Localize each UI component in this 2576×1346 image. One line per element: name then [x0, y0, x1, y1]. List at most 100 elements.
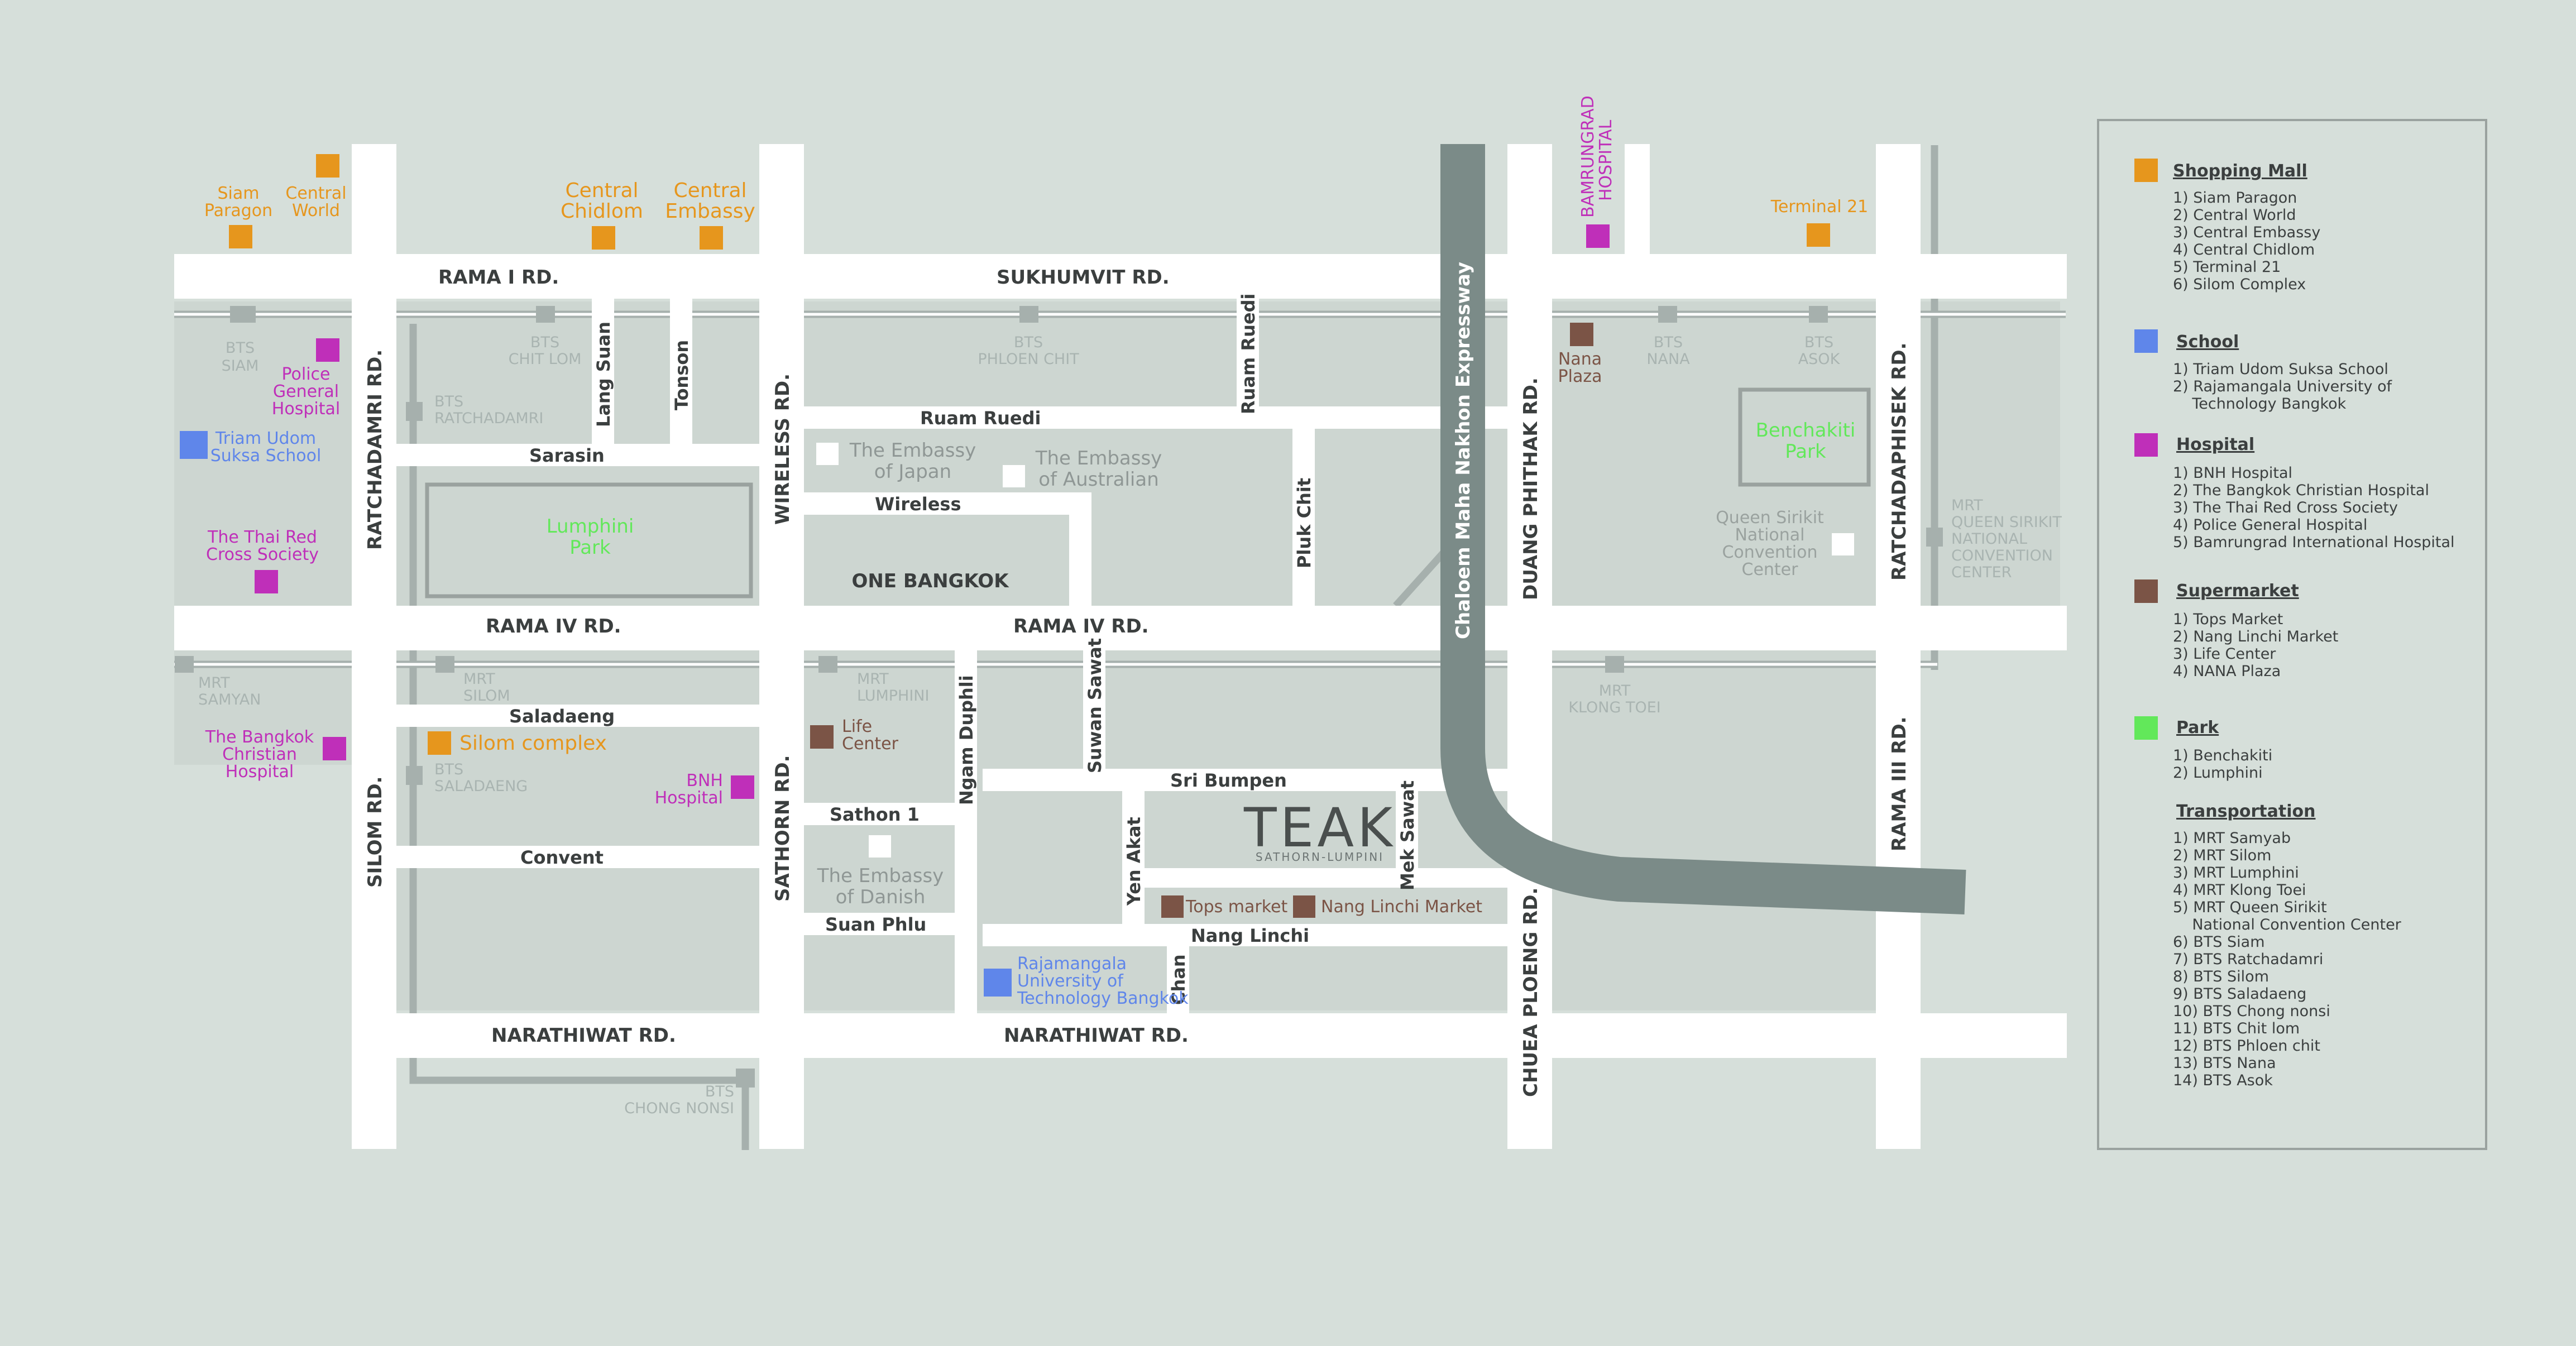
hospital-markers: [255, 224, 1610, 799]
road-labels: RAMA I RD. SUKHUMVIT RD. RAMA IV RD. RAM…: [364, 266, 1911, 1097]
supermarket-legend-items: 1) Tops Market 2) Nang Linchi Market 3) …: [2173, 611, 2343, 680]
one-bangkok-label: ONE BANGKOK: [851, 570, 1009, 592]
label-mek-sawat: Mek Sawat: [1397, 780, 1418, 890]
rajamangala-marker: [984, 969, 1012, 997]
expressway: [1440, 144, 1966, 914]
sri-bumpen-road: [983, 769, 1507, 791]
transport-legend-items: 1) MRT Samyab 2) MRT Silom 3) MRT Lumphi…: [2173, 830, 2402, 1089]
rama1-road: [174, 254, 2067, 299]
suwan-sawat-road: [1083, 650, 1105, 770]
nana-plaza-marker: [1570, 323, 1593, 346]
label-pluk-chit: Pluk Chit: [1294, 478, 1315, 568]
lumphini-park: [425, 482, 753, 598]
label-sathon1: Sathon 1: [830, 804, 920, 825]
label-convent: Convent: [520, 847, 604, 868]
supermarket-markers: [810, 323, 1593, 918]
pluk-chit-road: [1292, 429, 1315, 606]
narathiwat-road: [352, 1013, 2067, 1058]
life-center-marker: [810, 725, 834, 749]
legend-box: [2097, 119, 2487, 1150]
wireless-stub-road: [1069, 492, 1091, 606]
mall-legend-title: Shopping Mall: [2173, 161, 2307, 181]
nang-linchi-market-label: Nang Linchi Market: [1321, 897, 1482, 917]
bamrungrad-road: [1625, 144, 1650, 256]
expressway-label: Chaloem Maha Nakhon Expressway: [1452, 262, 1474, 639]
legend: Shopping Mall 1) Siam Paragon 2) Central…: [2097, 119, 2487, 1150]
tops-market-label: Tops market: [1185, 897, 1287, 917]
label-rama4-left: RAMA IV RD.: [486, 615, 621, 638]
ruam-ruedi-v-road: [1237, 299, 1259, 410]
lang-suan-road: [592, 299, 614, 444]
label-sukhumvit: SUKHUMVIT RD.: [997, 266, 1170, 289]
label-ratchadamri: RATCHADAMRI RD.: [364, 349, 386, 550]
central-embassy-marker: [700, 226, 723, 250]
label-rama1: RAMA I RD.: [438, 266, 559, 289]
ratchadaphisek-road: [1876, 144, 1921, 1149]
bangkok-christian-marker: [323, 737, 346, 760]
police-hospital-marker: [316, 338, 339, 362]
yenakat-h-road: [1133, 868, 1507, 888]
label-suan-phlu: Suan Phlu: [825, 914, 926, 935]
project-logo: TEAK: [1243, 797, 1396, 859]
label-silom: SILOM RD.: [364, 777, 386, 888]
park-legend-title: Park: [2176, 718, 2219, 737]
label-duang-phithak: DUANG PHITHAK RD.: [1520, 377, 1542, 600]
central-world-marker: [316, 154, 339, 178]
nang-linchi-road: [983, 924, 1507, 946]
qsncc-marker: [1832, 533, 1854, 555]
hospital-legend-title: Hospital: [2176, 435, 2254, 454]
embassy-japan-marker: [816, 443, 839, 465]
convent-road: [352, 846, 759, 868]
ruam-ruedi-road: [804, 406, 1507, 429]
park-legend-icon: [2134, 716, 2158, 740]
sarasin-road: [352, 444, 759, 466]
tops-market-marker: [1161, 895, 1184, 918]
label-narathiwat-right: NARATHIWAT RD.: [1004, 1024, 1189, 1047]
mek-sawat-road: [1396, 791, 1418, 886]
label-rama3: RAMA III RD.: [1888, 716, 1911, 851]
hospital-legend-icon: [2134, 433, 2158, 457]
school-legend-icon: [2134, 329, 2158, 353]
bamrungrad-label: BAMRUNGRADHOSPITAL: [1578, 95, 1616, 218]
suan-phlu-road: [804, 913, 966, 935]
embassy-australian-marker: [1003, 465, 1025, 487]
mall-legend-icon: [2134, 159, 2158, 182]
label-sathorn: SATHORN RD.: [772, 755, 794, 902]
ratchadamri-road: [352, 144, 396, 1149]
nang-linchi-market-marker: [1293, 895, 1315, 918]
label-chuea-ploeng: CHUEA PLOENG RD.: [1520, 888, 1542, 1097]
yen-akat-road: [1122, 791, 1145, 925]
label-ruam-ruedi: Ruam Ruedi: [920, 408, 1041, 429]
central-chidlom-marker: [592, 226, 615, 250]
label-wireless-rd: WIRELESS RD.: [772, 373, 794, 525]
tonson-road: [670, 299, 692, 444]
rail-lines-white: [174, 313, 2066, 666]
label-wireless: Wireless: [875, 494, 961, 515]
wireless-road-v: [759, 144, 804, 1149]
label-nang-linchi: Nang Linchi: [1191, 925, 1309, 946]
